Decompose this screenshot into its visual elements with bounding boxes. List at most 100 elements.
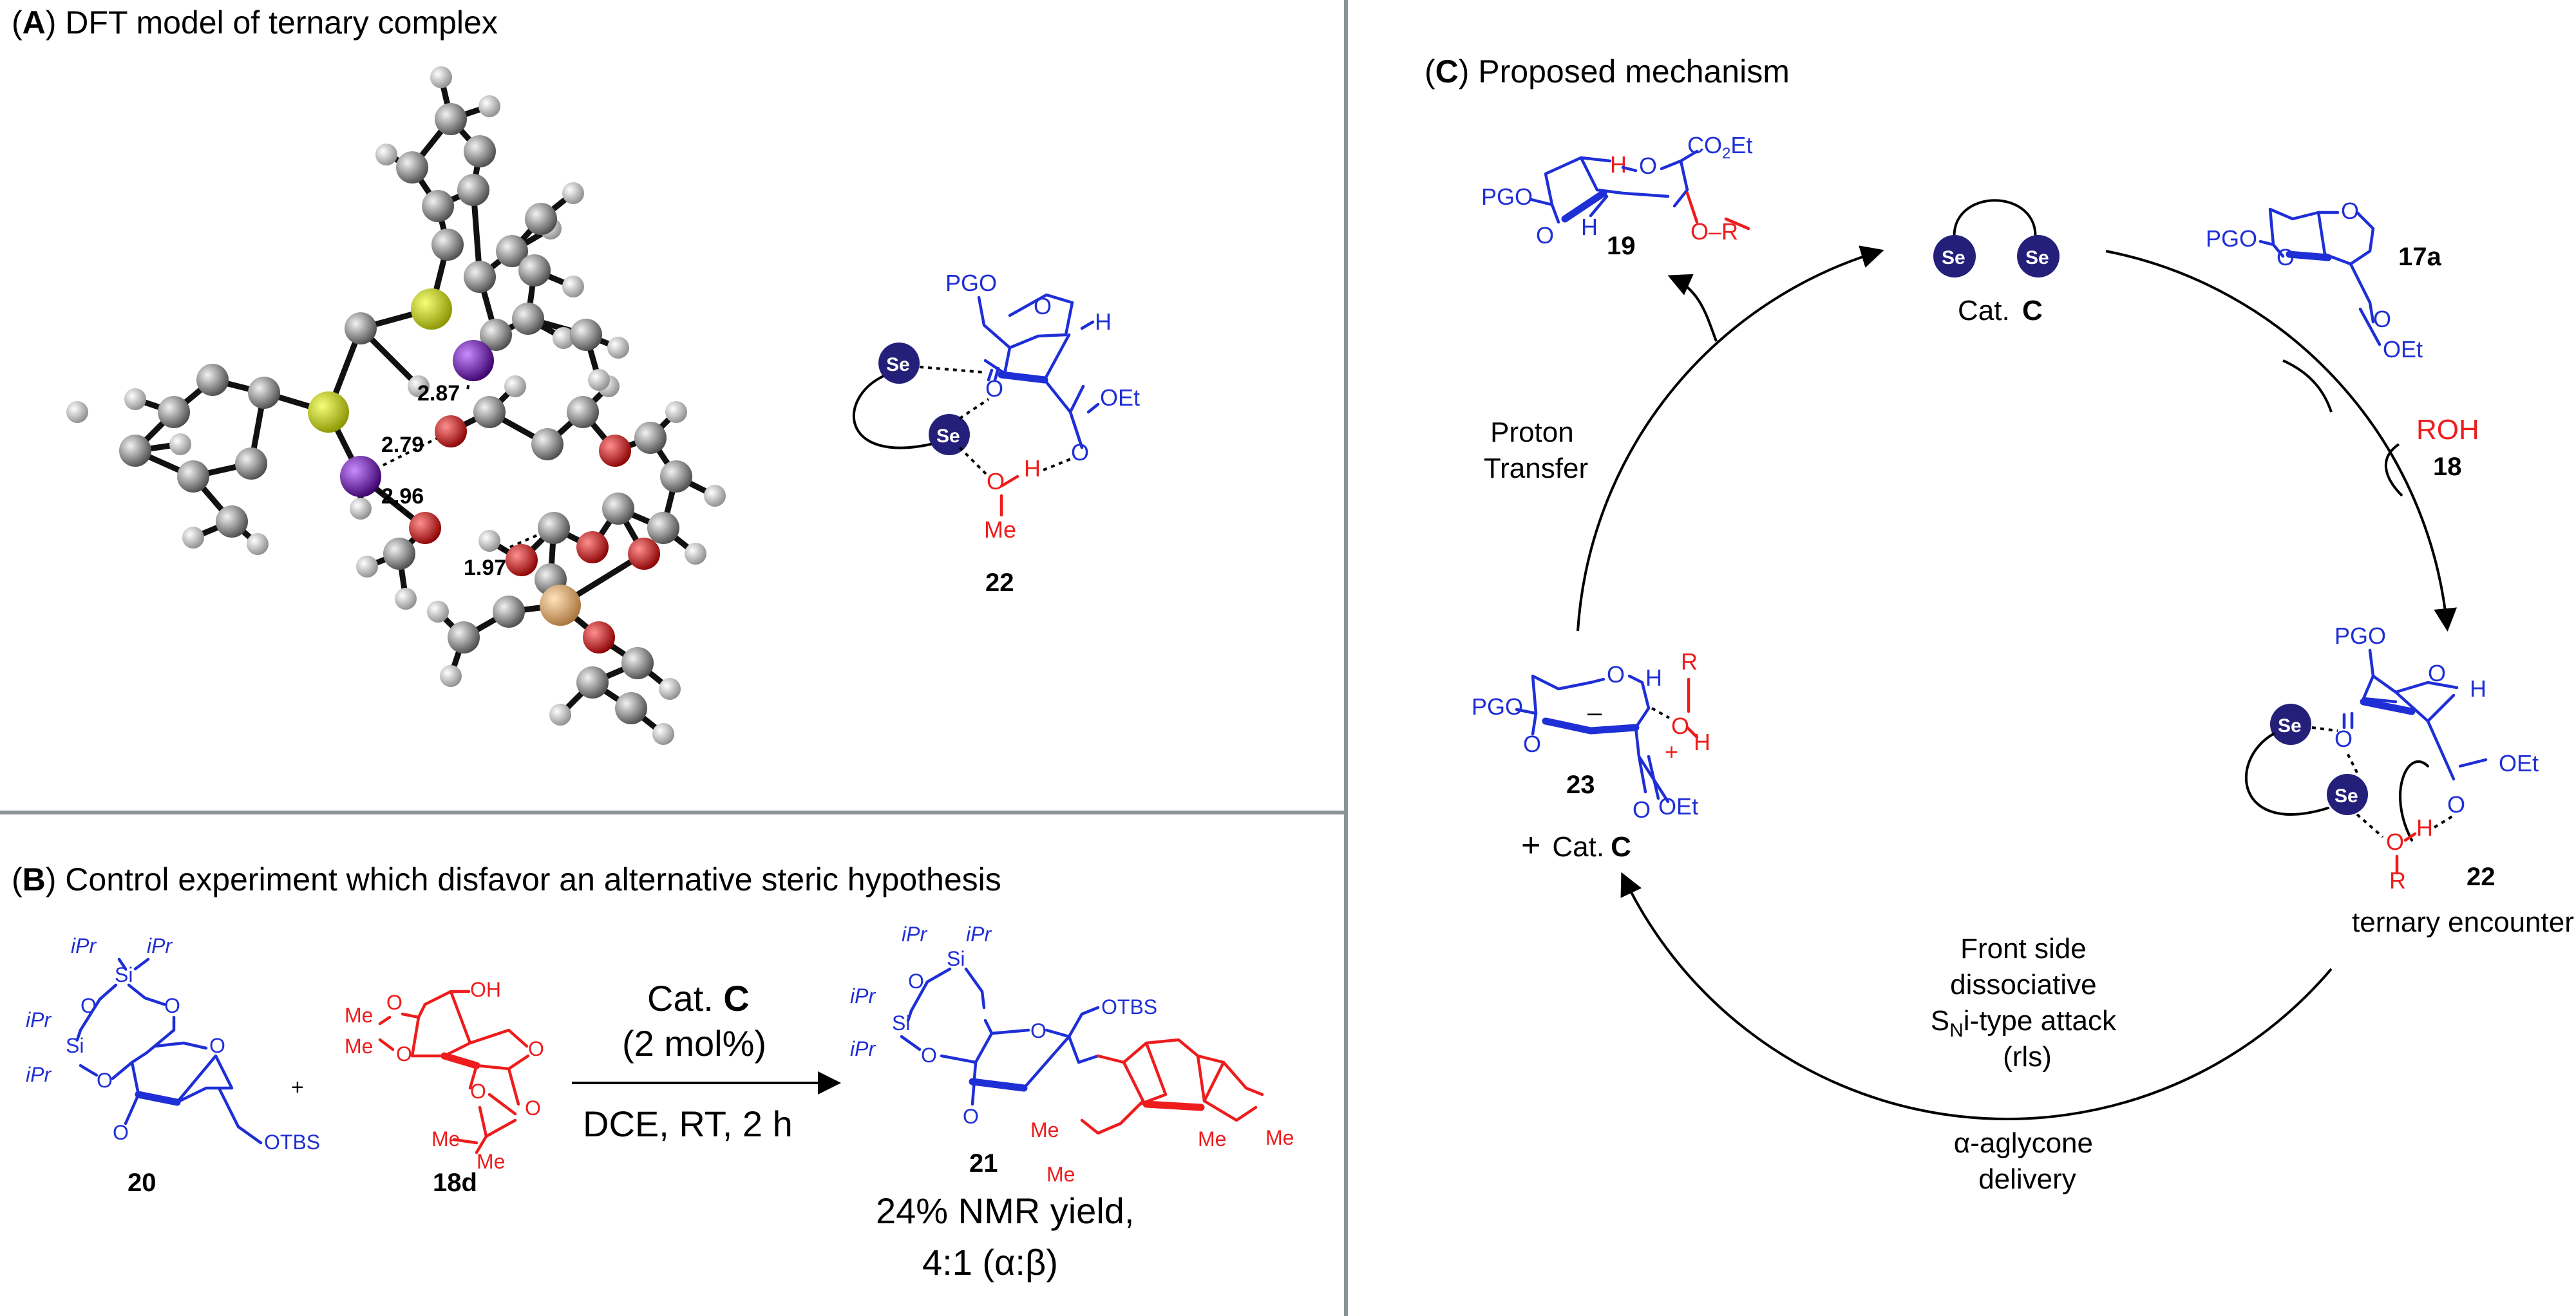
svg-text:iPr: iPr [71, 934, 97, 957]
svg-text:H: H [2470, 675, 2486, 702]
svg-text:Se: Se [886, 354, 910, 375]
svg-text:iPr: iPr [850, 984, 876, 1008]
carbon-atom [431, 229, 464, 261]
hydrogen-bond-dash [502, 527, 554, 552]
hydrogen-atom [395, 588, 417, 610]
carbon-atom [512, 303, 544, 335]
hydrogen-atom [504, 375, 526, 397]
proton-transfer-label: Proton Transfer [1484, 417, 1588, 484]
dft-molecular-model: 2.87 2.79 2.96 1.97 [66, 66, 726, 745]
hydrogen-atom [124, 388, 146, 410]
structure-19: PGO O H H O CO2Et O–R [1481, 132, 1752, 249]
hydrogen-atom [169, 433, 191, 455]
svg-text:O: O [2373, 306, 2391, 332]
yield-line-2: 4:1 (α:β) [922, 1242, 1058, 1283]
svg-text:Se: Se [1942, 247, 1965, 268]
oxygen-atom [576, 531, 609, 563]
panel-b-title: (B) Control experiment which disfavor an… [12, 861, 1001, 898]
hydrogen-atom [607, 337, 629, 359]
hydrogen-atom [350, 498, 372, 520]
svg-text:H: H [1024, 455, 1041, 482]
svg-text:O: O [1607, 661, 1625, 688]
svg-text:H: H [1694, 729, 1710, 755]
svg-text:O: O [921, 1044, 937, 1067]
svg-text:OH: OH [470, 978, 501, 1001]
carbon-atom [647, 512, 679, 544]
silicon-atom [540, 585, 581, 626]
distance-label: 2.87 [417, 381, 460, 406]
selenium-atom [453, 340, 494, 381]
svg-text:iPr: iPr [902, 923, 927, 946]
carbon-atom [448, 621, 480, 653]
carbon-atom [216, 505, 248, 538]
hydrogen-atom [685, 543, 706, 565]
carbon-atom [480, 319, 512, 351]
carbon-atom [660, 460, 692, 493]
hydrogen-atom [652, 723, 674, 745]
svg-text:O: O [97, 1069, 113, 1092]
carbon-atom [621, 647, 654, 679]
svg-text:Cat.: Cat. [1958, 295, 2010, 326]
svg-text:O: O [2341, 198, 2359, 224]
svg-text:Se: Se [2278, 715, 2302, 737]
panel-c-title: (C) Proposed mechanism [1425, 53, 1790, 89]
carbon-atom [158, 396, 190, 428]
label-18d: 18d [433, 1169, 477, 1197]
carbon-atom [602, 493, 634, 525]
svg-text:OTBS: OTBS [1101, 995, 1157, 1019]
hydrogen-atom [66, 401, 88, 423]
carbon-atom [518, 254, 551, 287]
svg-text:PGO: PGO [945, 270, 997, 296]
svg-text:O: O [987, 468, 1005, 494]
carbon-atom [464, 261, 496, 293]
cycle-arc-bottom [1620, 872, 2333, 1121]
carbon-atom [345, 312, 377, 344]
hydrogen-atom [408, 375, 430, 397]
ternary-complex-caption: ternary encounter complex [2352, 907, 2576, 938]
carbon-atom [383, 538, 415, 570]
hydrogen-atom [182, 527, 204, 549]
svg-text:–: – [1587, 699, 1602, 727]
structure-22-panel-a: PGO O H O OEt O Se Se O H Me 22 [852, 270, 1140, 597]
carbon-atom [422, 190, 454, 222]
svg-text:Si: Si [947, 947, 965, 970]
distance-label: 2.79 [381, 433, 424, 457]
svg-text:Me: Me [1030, 1118, 1059, 1142]
svg-text:iPr: iPr [147, 934, 173, 957]
svg-text:Me: Me [1265, 1126, 1294, 1149]
svg-text:Me: Me [345, 1004, 373, 1027]
phosphorus-atom [308, 391, 349, 433]
label-22-cycle: 22 [2467, 863, 2496, 891]
oxygen-atom [435, 415, 467, 447]
oxygen-atom [599, 435, 631, 467]
svg-text:22: 22 [985, 569, 1014, 597]
hydrogen-atom [356, 556, 378, 578]
svg-text:O: O [396, 1042, 412, 1066]
svg-text:O: O [2386, 829, 2404, 855]
hydrogen-atom [588, 369, 610, 391]
structure-22-panel-c: PGO O H O Se Se O H R O OEt [2244, 623, 2539, 894]
label-21: 21 [969, 1149, 998, 1178]
svg-text:O: O [908, 970, 924, 993]
yield-line-1: 24% NMR yield, [876, 1190, 1134, 1231]
carbon-atom [119, 435, 151, 467]
cycle-arc-left-upper [1577, 245, 1884, 632]
panel-a-title: (A) DFT model of ternary complex [12, 5, 498, 41]
reaction-conditions: DCE, RT, 2 h [583, 1104, 793, 1144]
svg-text:O: O [1639, 153, 1657, 179]
svg-text:O: O [1034, 293, 1052, 319]
hydrogen-atom [375, 144, 397, 165]
plus-sign: + [291, 1075, 304, 1100]
svg-text:CO2Et: CO2Et [1687, 132, 1752, 162]
carbon-atom [396, 151, 428, 183]
svg-text:H: H [1645, 664, 1662, 691]
selenium-atom [2017, 235, 2060, 277]
svg-text:Se: Se [936, 426, 960, 447]
hydrogen-atom [427, 601, 449, 623]
cycle-arc-right [2105, 250, 2458, 632]
hydrogen-atom [247, 533, 269, 555]
svg-text:Si: Si [66, 1034, 84, 1057]
hydrogen-atom [478, 530, 500, 552]
svg-text:O: O [1071, 439, 1089, 465]
carbon-atom [615, 692, 647, 724]
